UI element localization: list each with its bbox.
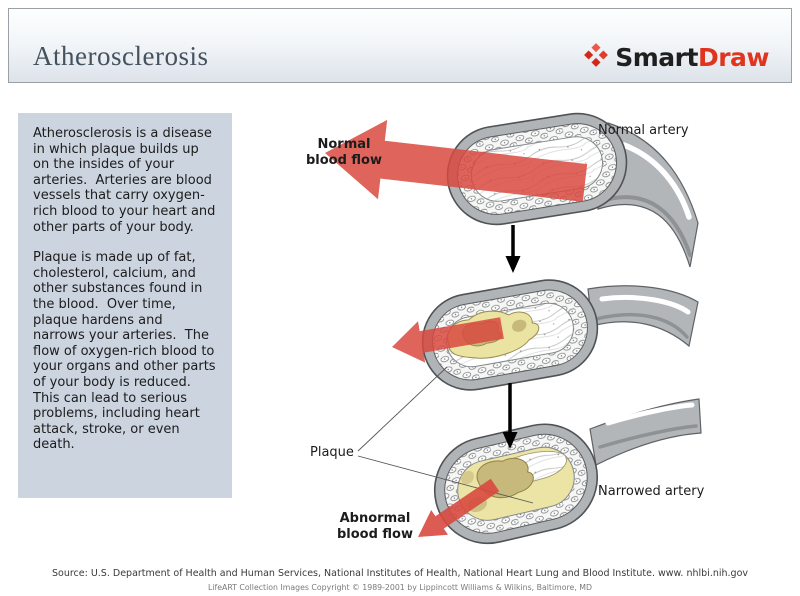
narrowed-artery-label: Narrowed artery (598, 484, 705, 499)
normal-blood-flow-label: Normal blood flow (305, 137, 383, 168)
logo-draw-text: Draw (697, 42, 770, 72)
header-bar: Atherosclerosis SmartDraw (8, 8, 792, 83)
partially-blocked-artery-illustration (421, 279, 699, 391)
source-attribution: Source: U.S. Department of Health and Hu… (51, 568, 748, 579)
abnormal-blood-flow-arrow (418, 478, 500, 537)
page-title: Atherosclerosis (33, 41, 209, 71)
normal-artery-label: Normal artery (598, 123, 689, 138)
plaque-pointer-line-1 (357, 366, 448, 452)
plaque-pointer-line-2 (357, 455, 534, 504)
artery-diagram (325, 112, 702, 545)
abnormal-blood-flow-label: Abnormal blood flow (336, 511, 414, 542)
normal-blood-flow-arrow (325, 119, 588, 202)
description-paragraph-1: Atherosclerosis is a disease in which pl… (33, 126, 220, 235)
description-paragraph-2: Plaque is made up of fat, cholesterol, c… (33, 250, 220, 453)
smartdraw-logo: SmartDraw (583, 42, 770, 72)
progression-arrow-2 (502, 383, 518, 449)
logo-wordmark: SmartDraw (615, 43, 769, 72)
narrowed-artery-illustration (433, 398, 702, 545)
reduced-blood-flow-arrow (392, 317, 504, 363)
logo-smart-text: Smart (615, 42, 698, 72)
progression-arrow-1 (505, 225, 521, 273)
smartdraw-diamonds-icon (583, 42, 609, 72)
description-panel: Atherosclerosis is a disease in which pl… (18, 113, 232, 498)
copyright-line: LifeART Collection Images Copyright © 19… (207, 583, 593, 592)
plaque-label: Plaque (310, 445, 354, 460)
